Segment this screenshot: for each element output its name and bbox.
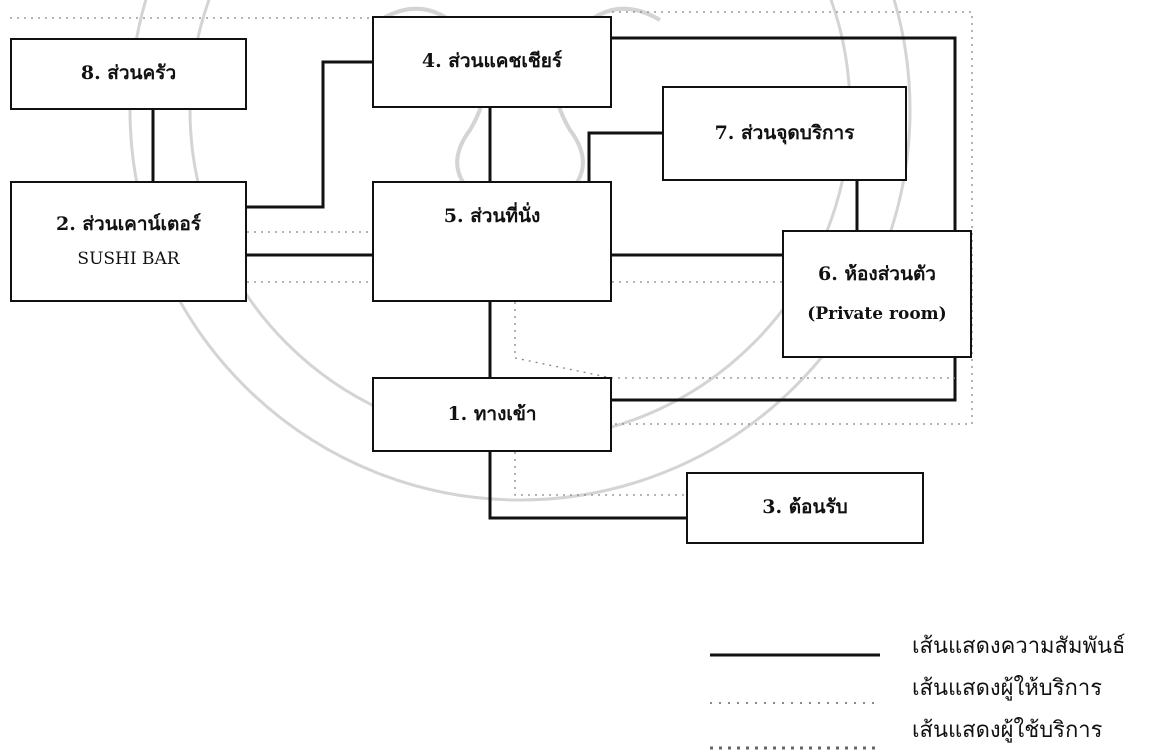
node-private-room: 6. ห้องส่วนตัว (Private room)	[782, 230, 972, 358]
node-entrance-title: 1. ทางเข้า	[447, 402, 537, 425]
node-cashier-title: 4. ส่วนแคชเชียร์	[421, 50, 563, 73]
node-service-point: 7. ส่วนจุดบริการ	[662, 86, 907, 181]
node-counter: 2. ส่วนเคาน์เตอร์ SUSHI BAR	[10, 181, 247, 302]
node-seating: 5. ส่วนที่นั่ง	[372, 181, 612, 302]
node-service-point-title: 7. ส่วนจุดบริการ	[714, 121, 855, 144]
node-reception: 3. ต้อนรับ	[686, 472, 924, 544]
legend-relationship-label: เส้นแสดงความสัมพันธ์	[912, 634, 1126, 659]
legend-samples	[710, 653, 880, 750]
node-seating-title: 5. ส่วนที่นั่ง	[443, 205, 541, 227]
node-kitchen-title: 8. ส่วนครัว	[80, 62, 177, 85]
legend-user-label: เส้นแสดงผู้ใช้บริการ	[912, 718, 1103, 743]
service-provider-lines	[10, 11, 973, 496]
node-entrance: 1. ทางเข้า	[372, 377, 612, 452]
legend-provider-label: เส้นแสดงผู้ให้บริการ	[912, 676, 1103, 701]
node-counter-subtitle: SUSHI BAR	[77, 248, 180, 269]
node-reception-title: 3. ต้อนรับ	[762, 496, 848, 519]
node-private-room-title: 6. ห้องส่วนตัว	[818, 262, 936, 285]
node-cashier: 4. ส่วนแคชเชียร์	[372, 16, 612, 108]
node-kitchen: 8. ส่วนครัว	[10, 38, 247, 110]
relationship-lines	[151, 36, 957, 520]
node-private-room-subtitle: (Private room)	[807, 304, 947, 325]
node-counter-title: 2. ส่วนเคาน์เตอร์	[55, 213, 201, 235]
